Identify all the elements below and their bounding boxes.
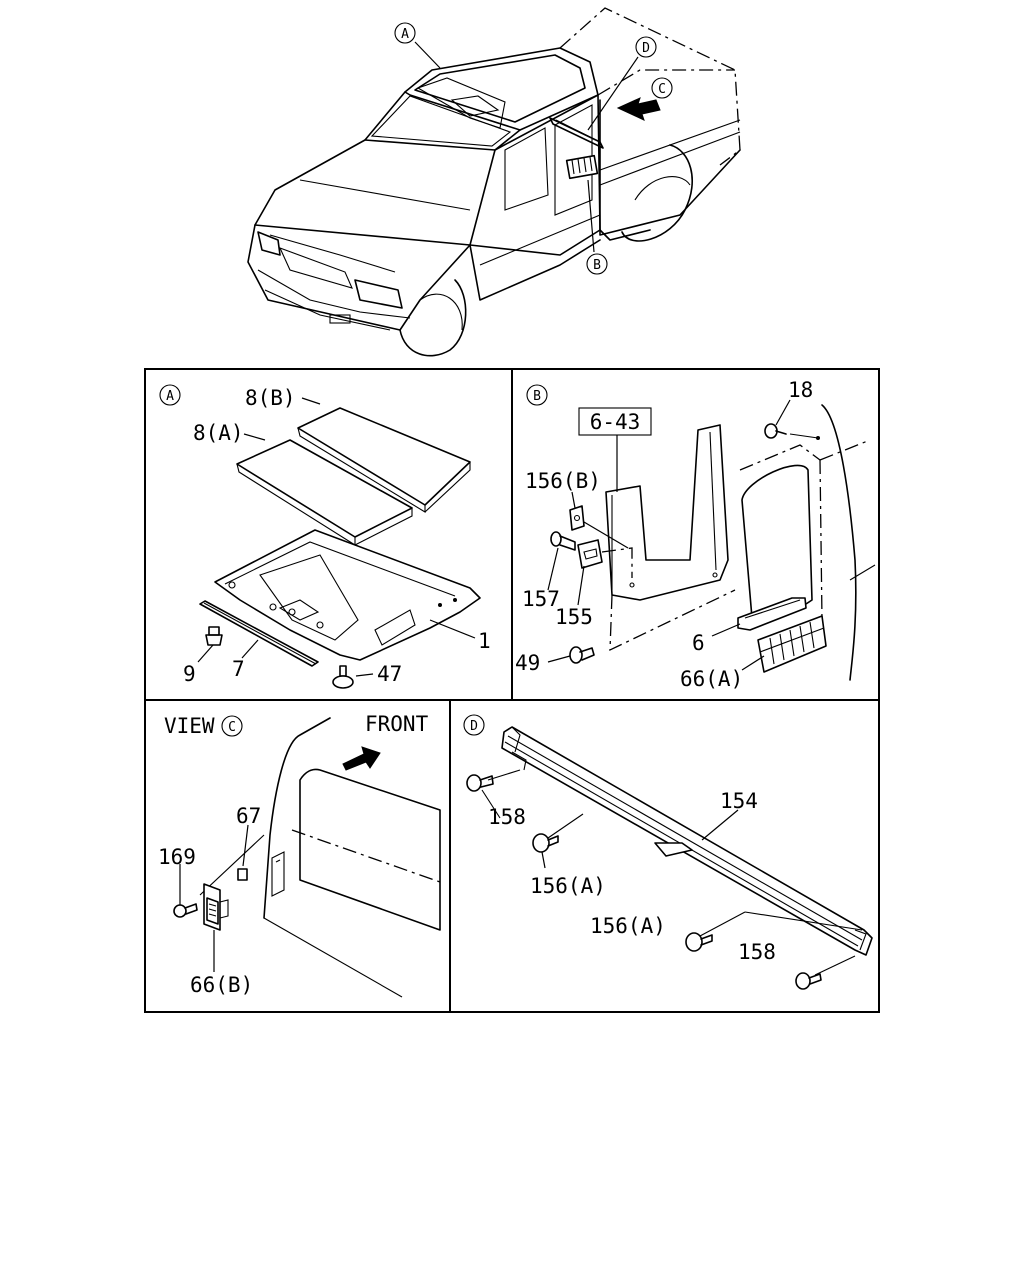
label-part-66b: 66(B) <box>190 973 253 997</box>
retainer-155-shape <box>577 539 603 569</box>
panel-d-marker: D <box>463 714 485 736</box>
label-part-8b: 8(B) <box>245 386 296 410</box>
callout-d-marker: D <box>635 36 657 58</box>
panel-c-letter: C <box>228 720 236 735</box>
screw-158-bottom-shape <box>795 972 822 990</box>
screw-9-shape <box>205 626 223 646</box>
panel-c-marker: C <box>221 715 243 737</box>
panel-b-letter: B <box>533 389 541 404</box>
label-part-169: 169 <box>158 845 196 869</box>
label-part-7: 7 <box>232 657 245 681</box>
screw-49-shape <box>569 646 595 664</box>
panel-d-letter: D <box>470 719 478 734</box>
clip-156a-top-shape <box>532 833 559 853</box>
vent-6-shape <box>737 597 807 631</box>
panel-a-marker: A <box>159 384 181 406</box>
front-label: FRONT <box>365 712 429 736</box>
grille-66b-shape <box>203 883 229 931</box>
rail-154-shape <box>501 726 873 956</box>
label-part-157: 157 <box>522 587 560 611</box>
reference-6-43-text: 6-43 <box>590 410 641 434</box>
trim-strip-7-shape <box>199 600 319 667</box>
panel-a-headliner: A <box>159 384 491 689</box>
callout-b-marker: B <box>586 253 608 275</box>
panel-d-assist-rail: D <box>463 714 873 990</box>
label-part-67: 67 <box>236 804 261 828</box>
clip-156b-shape <box>569 505 585 531</box>
grille-66a-shape <box>757 615 827 673</box>
callout-b-letter: B <box>593 258 601 273</box>
callout-c-letter: C <box>658 82 666 97</box>
label-part-66a: 66(A) <box>680 667 743 691</box>
label-part-158-bottom: 158 <box>738 940 776 964</box>
label-part-18: 18 <box>788 378 813 402</box>
callout-d-letter: D <box>642 41 650 56</box>
label-part-156a-bottom: 156(A) <box>590 914 666 938</box>
label-part-1: 1 <box>478 629 491 653</box>
clip-156a-bottom-shape <box>685 932 713 952</box>
headliner-1-shape <box>214 529 481 661</box>
panel-b-side-trim: B 6-43 <box>515 378 876 691</box>
callout-c-marker: C <box>651 77 673 99</box>
callout-a-marker: A <box>394 22 416 44</box>
label-part-155: 155 <box>555 605 593 629</box>
bolt-157-shape <box>550 531 576 551</box>
label-part-6: 6 <box>692 631 705 655</box>
panel-c-rear-view: VIEW C FRONT <box>158 712 441 998</box>
front-arrow-icon <box>342 746 381 771</box>
label-part-9: 9 <box>183 662 196 686</box>
screw-169-shape <box>173 903 198 918</box>
label-part-156b: 156(B) <box>525 469 601 493</box>
label-part-8a: 8(A) <box>193 421 244 445</box>
reference-6-43-box[interactable]: 6-43 <box>578 407 652 436</box>
panel-b-marker: B <box>526 384 548 406</box>
clip-67-shape <box>237 868 248 881</box>
label-part-47: 47 <box>377 662 402 686</box>
label-part-154: 154 <box>720 789 758 813</box>
truck-overview-illustration <box>247 7 741 357</box>
fastener-18-shape <box>764 423 820 440</box>
pad-8b-shape <box>297 407 471 513</box>
clip-47-shape <box>332 665 354 689</box>
pillar-trim-shape <box>605 424 736 652</box>
detail-panels-frame <box>144 368 880 1013</box>
pad-8a-shape <box>236 439 413 546</box>
screw-158-top-shape <box>466 774 494 792</box>
label-part-158-top: 158 <box>488 805 526 829</box>
label-part-156a-top: 156(A) <box>530 874 606 898</box>
label-part-49: 49 <box>515 651 540 675</box>
panel-a-letter: A <box>166 389 174 404</box>
view-label: VIEW <box>164 714 215 738</box>
callout-a-letter: A <box>401 27 409 42</box>
